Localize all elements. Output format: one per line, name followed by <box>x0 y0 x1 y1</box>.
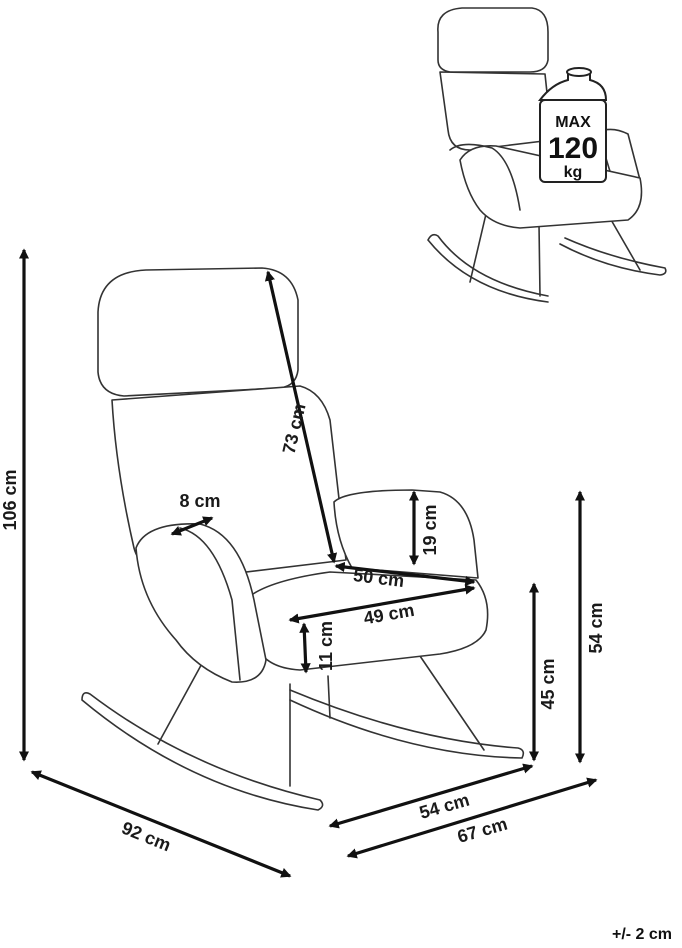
seat-width-arrow <box>288 584 476 624</box>
total-depth-arrow <box>30 770 292 878</box>
capacity-unit: kg <box>564 164 583 181</box>
seat-thickness-label: 11 cm <box>316 621 336 671</box>
back-height-arrow <box>264 270 338 564</box>
thumbnail-chair <box>427 7 667 303</box>
arm-height-label: 54 cm <box>586 602 606 653</box>
capacity-max-label: MAX <box>555 114 591 131</box>
total-width-arrow <box>346 777 598 859</box>
total-width-label: 67 cm <box>455 814 510 847</box>
tolerance-note: +/- 2 cm <box>611 926 672 943</box>
capacity-value: 120 <box>548 132 598 165</box>
total-depth-label: 92 cm <box>119 818 174 856</box>
seat-thickness-arrow <box>299 622 311 674</box>
armrest-width-arrow <box>170 516 214 536</box>
armrest-width-label: 8 cm <box>179 491 220 511</box>
inner-width-label: 54 cm <box>417 790 472 823</box>
seat-depth-arrow <box>334 561 476 587</box>
weight-icon <box>537 67 608 183</box>
total-height-label: 106 cm <box>0 469 20 530</box>
main-chair <box>81 267 525 811</box>
seat-height-label: 45 cm <box>538 658 558 709</box>
armrest-height-label: 19 cm <box>420 504 440 555</box>
